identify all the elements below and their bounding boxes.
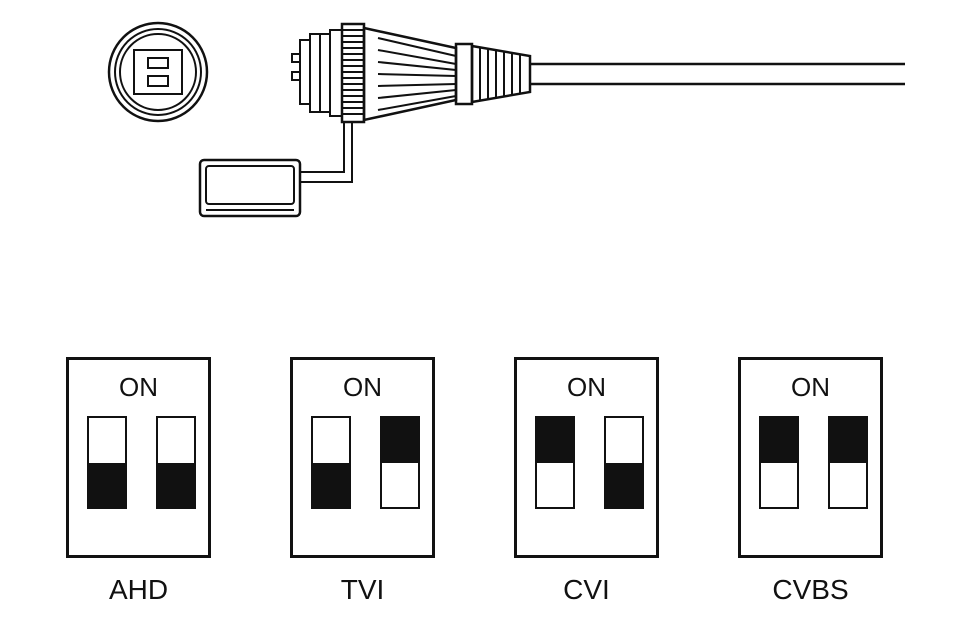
on-label: ON — [567, 372, 606, 402]
dip-panel-ahd: ON — [66, 357, 211, 558]
dip-panel-cvi: ON — [514, 357, 659, 558]
switch-knob — [89, 462, 125, 507]
switch-knob — [606, 462, 642, 507]
dip-panel-tvi: ON — [290, 357, 435, 558]
switch-knob — [830, 418, 866, 463]
on-label: ON — [119, 372, 158, 402]
mode-label-cvi: CVI — [563, 574, 610, 605]
dip-switch-2-off — [156, 416, 196, 509]
dip-panel-cvbs: ON — [738, 357, 883, 558]
switch-knob — [158, 462, 194, 507]
dip-switch-2-on — [828, 416, 868, 509]
connector-side-view — [291, 22, 905, 124]
connector-end-view — [107, 21, 209, 123]
switch-knob — [761, 418, 797, 463]
dip-switch-1-off — [87, 416, 127, 509]
dip-switch-2-off — [604, 416, 644, 509]
dip-switch-1-on — [759, 416, 799, 509]
switch-knob — [382, 418, 418, 463]
mode-label-ahd: AHD — [108, 574, 169, 605]
connector-cable-drawing — [107, 21, 905, 218]
dip-switch-2-on — [380, 416, 420, 509]
mode-label-cvbs: CVBS — [772, 574, 849, 605]
dip-switch-1-off — [311, 416, 351, 509]
dip-switch-1-on — [535, 416, 575, 509]
dip-switch-housing — [198, 122, 353, 218]
switch-knob — [313, 462, 349, 507]
on-label: ON — [791, 372, 830, 402]
switch-knob — [537, 418, 573, 463]
on-label: ON — [343, 372, 382, 402]
mode-label-tvi: TVI — [340, 574, 385, 605]
